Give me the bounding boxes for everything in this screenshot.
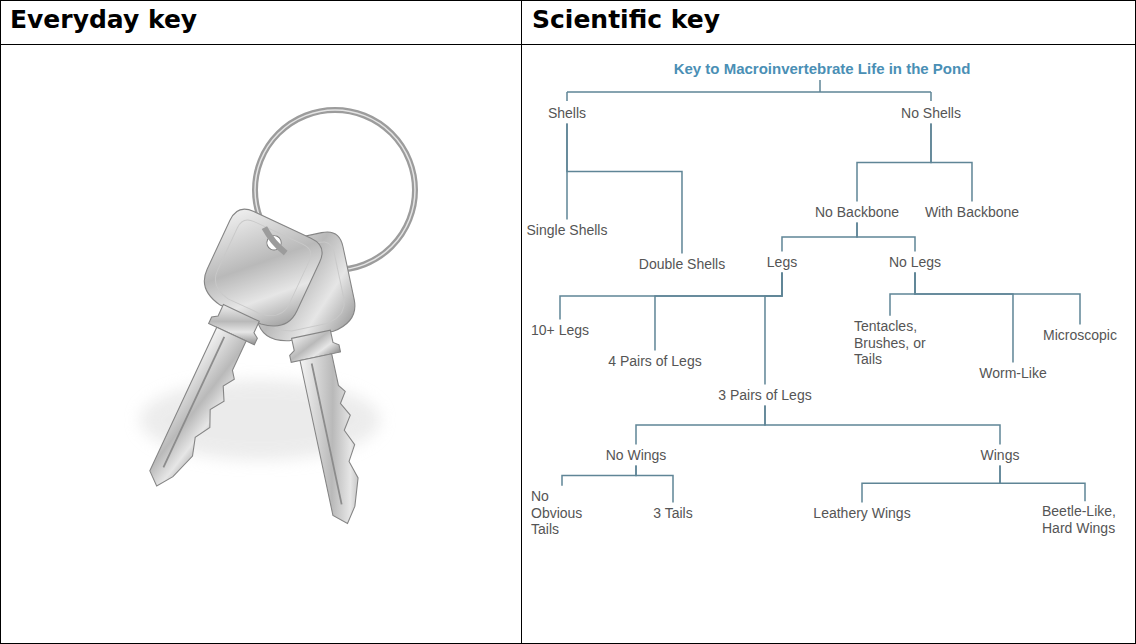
key-term: 3 Tails bbox=[651, 503, 694, 524]
front-key bbox=[115, 204, 327, 508]
key-term: No Backbone bbox=[813, 202, 901, 223]
key-term: Double Shells bbox=[637, 254, 727, 275]
branch-line bbox=[890, 272, 915, 315]
key-term: Leathery Wings bbox=[811, 503, 912, 524]
branch-line bbox=[765, 405, 1000, 444]
term-text: With Backbone bbox=[925, 204, 1019, 221]
column-header: Scientific key bbox=[532, 5, 720, 34]
branch-line bbox=[655, 272, 782, 350]
key-term: 3 Pairs of Legs bbox=[716, 385, 813, 406]
term-text: No Shells bbox=[901, 105, 961, 122]
branch-line bbox=[765, 272, 782, 384]
key-term: Single Shells bbox=[525, 220, 610, 241]
key-term: 4 Pairs of Legs bbox=[606, 351, 703, 372]
key-term: 10+ Legs bbox=[529, 320, 591, 341]
term-text: Beetle-Like, Hard Wings bbox=[1042, 503, 1128, 537]
key-term: Beetle-Like, Hard Wings bbox=[1040, 501, 1130, 539]
branch-line bbox=[782, 222, 857, 251]
key-term: Microscopic bbox=[1041, 325, 1119, 346]
key-term: Wings bbox=[979, 445, 1022, 466]
key-ring-front bbox=[264, 228, 285, 253]
term-text: Wings bbox=[981, 447, 1020, 464]
term-text: 4 Pairs of Legs bbox=[608, 353, 701, 370]
term-text: Microscopic bbox=[1043, 327, 1117, 344]
term-text: No Backbone bbox=[815, 204, 899, 221]
term-text: No Wings bbox=[606, 447, 667, 464]
key-term: No Obvious Tails bbox=[529, 486, 595, 540]
key-term: No Wings bbox=[604, 445, 669, 466]
key-term: Tentacles, Brushes, or Tails bbox=[852, 316, 928, 370]
branch-line bbox=[1000, 465, 1085, 501]
branch-line bbox=[636, 405, 765, 444]
term-text: Double Shells bbox=[639, 256, 725, 273]
term-text: Leathery Wings bbox=[813, 505, 910, 522]
term-text: Worm-Like bbox=[979, 365, 1046, 382]
term-text: No Obvious Tails bbox=[531, 488, 593, 538]
root-branch bbox=[567, 80, 931, 101]
term-text: Single Shells bbox=[527, 222, 608, 239]
column-rule bbox=[521, 0, 522, 644]
key-term: With Backbone bbox=[923, 202, 1021, 223]
key-title: Key to Macroinvertebrate Life in the Pon… bbox=[674, 60, 971, 77]
column-header: Everyday key bbox=[10, 5, 197, 34]
header-rule bbox=[0, 44, 1136, 45]
term-text: Shells bbox=[548, 105, 586, 122]
branch-line bbox=[915, 272, 1080, 324]
term-text: 3 Pairs of Legs bbox=[718, 387, 811, 404]
term-text: Legs bbox=[767, 254, 797, 271]
term-text: Tentacles, Brushes, or Tails bbox=[854, 318, 926, 368]
term-text: No Legs bbox=[889, 254, 941, 271]
term-text: 10+ Legs bbox=[531, 322, 589, 339]
branch-line bbox=[857, 222, 915, 251]
key-term: Legs bbox=[765, 252, 799, 273]
term-text: 3 Tails bbox=[653, 505, 692, 522]
key-term: Shells bbox=[546, 103, 588, 124]
key-term: Worm-Like bbox=[977, 363, 1048, 384]
branch-line bbox=[862, 465, 1000, 502]
key-term: No Shells bbox=[899, 103, 963, 124]
branch-line bbox=[636, 465, 673, 502]
branch-line bbox=[931, 123, 972, 201]
branch-line bbox=[562, 465, 636, 485]
branch-line bbox=[857, 123, 931, 201]
branch-line bbox=[915, 272, 1013, 362]
key-term: No Legs bbox=[887, 252, 943, 273]
